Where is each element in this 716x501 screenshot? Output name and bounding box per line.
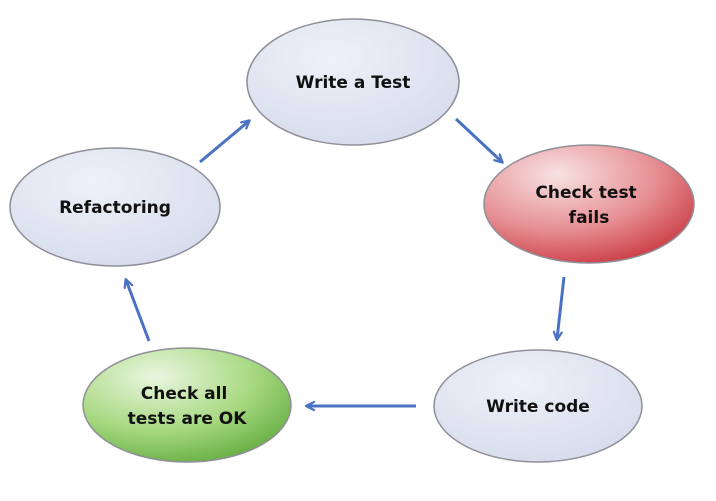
node-write-code-shape (433, 349, 643, 463)
edge-check-ok-to-refactoring (126, 280, 151, 342)
node-write-test-shape (246, 18, 460, 146)
edge-check-fails-to-write-code (557, 276, 566, 339)
node-refactoring-shape (9, 147, 221, 267)
node-write-test-label: Write a Test (296, 73, 411, 93)
node-check-ok: Check all tests are OK (82, 347, 292, 463)
node-write-test: Write a Test (246, 18, 460, 146)
node-write-code: Write code (433, 349, 643, 463)
node-check-fails-label: Check test fails (535, 183, 642, 228)
node-check-fails: Check test fails (483, 144, 695, 264)
edges (126, 117, 566, 406)
node-write-code-label: Write code (486, 397, 590, 417)
node-refactoring: Refactoring (9, 147, 221, 267)
node-check-fails-shape (483, 144, 695, 264)
node-check-ok-shape (82, 347, 292, 463)
node-refactoring-label: Refactoring (59, 198, 171, 218)
edge-write-test-to-check-fails (454, 117, 502, 162)
node-check-ok-label: Check all tests are OK (128, 384, 248, 429)
edge-refactoring-to-write-test (199, 121, 249, 164)
